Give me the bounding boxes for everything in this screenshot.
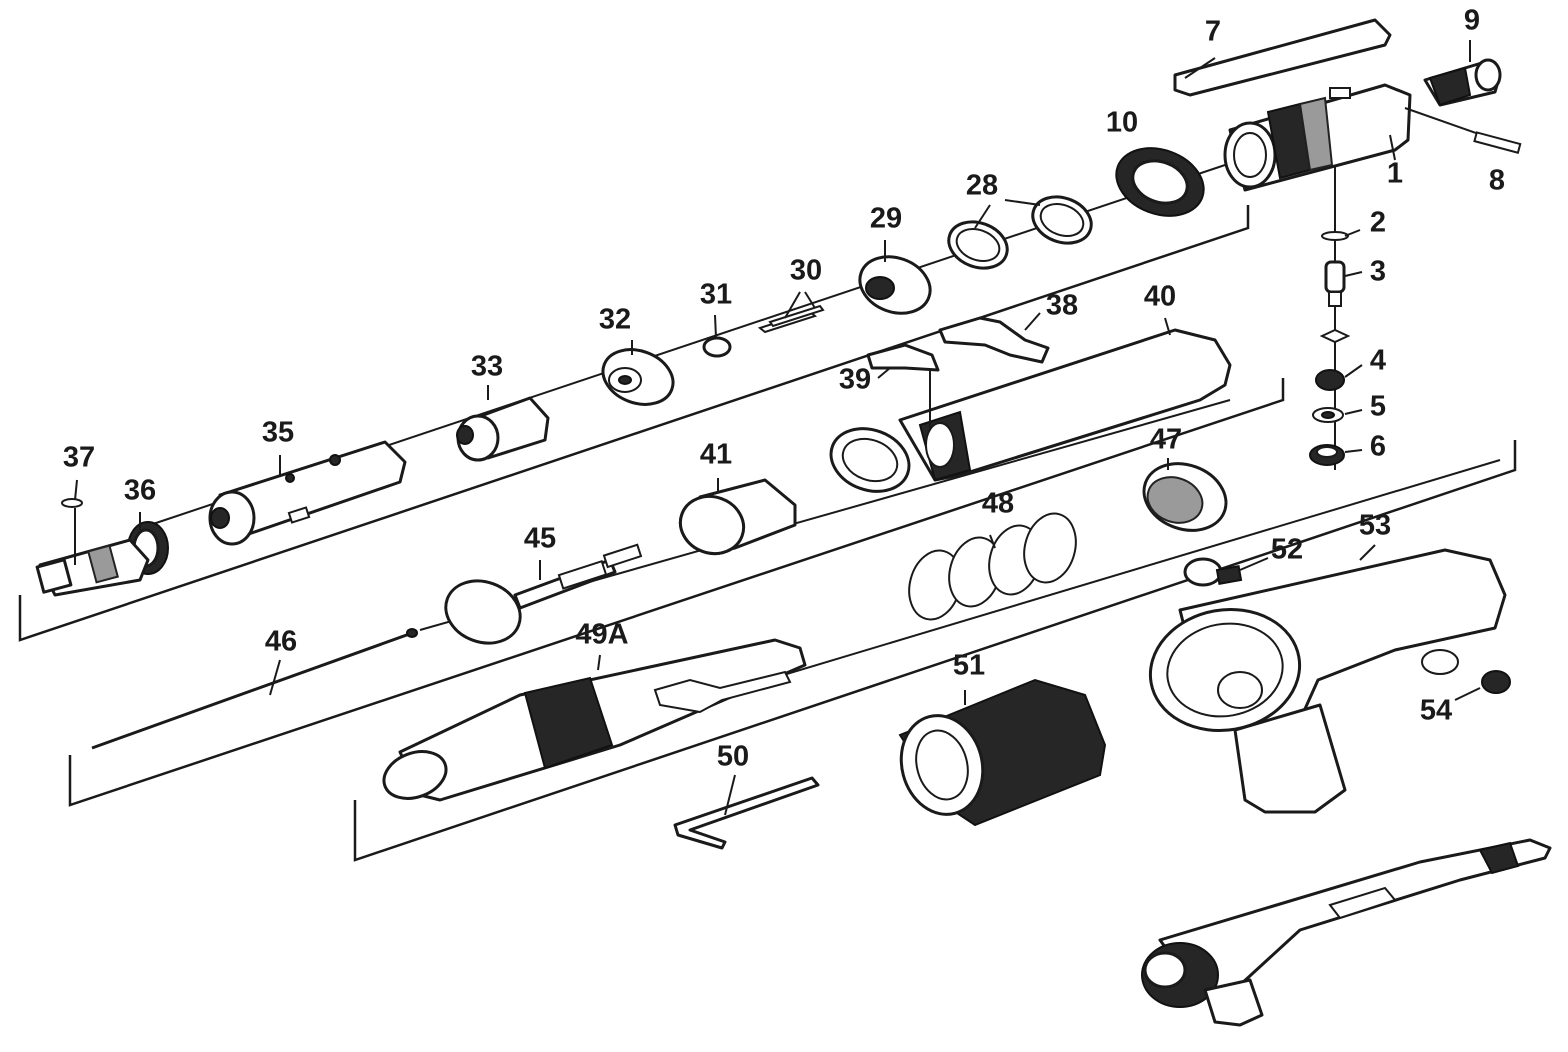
- callout-30: 30: [790, 255, 822, 287]
- callout-29: 29: [870, 203, 902, 235]
- part-53-main-body: [1148, 548, 1507, 814]
- callout-45: 45: [524, 523, 556, 555]
- part-54-plug: [1481, 670, 1511, 694]
- part-9-threaded-fitting: [1423, 58, 1502, 107]
- part-46-push-rod: [91, 628, 418, 750]
- callout-47: 47: [1150, 424, 1182, 456]
- callout-52: 52: [1271, 534, 1303, 566]
- callout-41: 41: [700, 439, 732, 471]
- callout-8: 8: [1489, 165, 1505, 197]
- callout-6: 6: [1370, 431, 1386, 463]
- part-5-washer: [1312, 407, 1344, 423]
- leader-lines: [74, 40, 1481, 816]
- callout-32: 32: [599, 304, 631, 336]
- part-28-o-rings: [947, 195, 1093, 270]
- callout-54: 54: [1420, 695, 1452, 727]
- callout-50: 50: [717, 741, 749, 773]
- callout-28: 28: [966, 170, 998, 202]
- part-4-spring-cap: [1315, 369, 1345, 391]
- part-51-grip-sleeve: [898, 678, 1107, 827]
- part-29-bearing-plate: [858, 255, 932, 315]
- callout-48: 48: [982, 488, 1014, 520]
- part-3-valve-pin: [1319, 260, 1351, 344]
- callout-7: 7: [1205, 16, 1221, 48]
- callout-39: 39: [839, 364, 871, 396]
- part-33-cylinder: [456, 396, 550, 462]
- callout-4: 4: [1370, 345, 1386, 377]
- part-52-screw: [1183, 557, 1243, 587]
- part-6-plug: [1309, 444, 1345, 466]
- part-35-gear-housing: [208, 440, 407, 546]
- callout-37: 37: [63, 442, 95, 474]
- part-37-small-pin: [61, 498, 83, 508]
- callout-38: 38: [1046, 290, 1078, 322]
- callout-1: 1: [1387, 158, 1403, 190]
- callout-labels: 1 2 3 4 5 6 7 8 9 10 28 29 30 31 32 33 3…: [63, 5, 1505, 773]
- part-38-trigger-lever: [938, 316, 1050, 364]
- part-32-end-plate: [601, 348, 675, 406]
- callout-35: 35: [262, 417, 294, 449]
- part-31-ball: [702, 336, 732, 358]
- callout-53: 53: [1359, 510, 1391, 542]
- assembled-tool-view: [1141, 838, 1552, 1027]
- callout-31: 31: [700, 279, 732, 311]
- part-50-hex-key: [673, 776, 820, 850]
- part-7-cover-plate: [1173, 18, 1392, 97]
- callout-10: 10: [1106, 107, 1138, 139]
- part-30-rotor-blades: [757, 304, 825, 334]
- callout-49a: 49A: [575, 619, 628, 651]
- callout-46: 46: [265, 626, 297, 658]
- callout-51: 51: [953, 650, 985, 682]
- part-1-housing-head: [1223, 83, 1412, 192]
- part-10-lock-ring: [1115, 147, 1205, 217]
- callout-36: 36: [124, 475, 156, 507]
- part-40-motor-housing: [829, 328, 1232, 493]
- callout-9: 9: [1464, 5, 1480, 37]
- callout-40: 40: [1144, 281, 1176, 313]
- group-frames: [18, 205, 1517, 862]
- callout-5: 5: [1370, 391, 1386, 423]
- callout-3: 3: [1370, 256, 1386, 288]
- part-47-filter-disc: [1142, 462, 1228, 532]
- part-48-spring: [908, 512, 1077, 621]
- part-45-throttle-valve: [444, 543, 643, 645]
- part-36-anvil: [35, 538, 150, 597]
- callout-2: 2: [1370, 207, 1386, 239]
- part-49a-handle: [382, 638, 807, 802]
- part-2-seal: [1321, 231, 1349, 241]
- part-39-trigger: [866, 343, 940, 372]
- part-8-pin: [1404, 107, 1522, 155]
- part-41-sleeve: [678, 478, 797, 555]
- callout-33: 33: [471, 351, 503, 383]
